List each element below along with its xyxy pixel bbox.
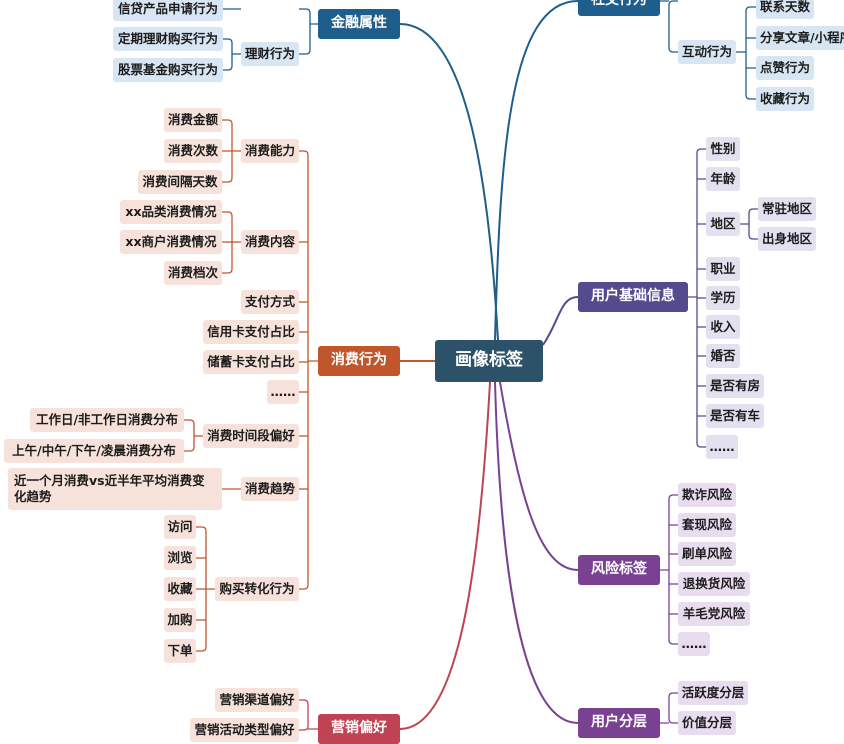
leaf-stock-fund[interactable]: 股票基金购买行为 [113,58,223,82]
leaf-favorite[interactable]: 收藏 [164,577,196,601]
leaf-weekday-distribution[interactable]: 工作日/非工作日消费分布 [30,408,184,432]
edge-layer-items [660,692,678,724]
edge-region-children [740,208,758,240]
edge-spending-power [222,119,241,183]
leaf-has-house[interactable]: 是否有房 [706,374,764,398]
edge-central-financial [399,23,499,341]
leaf-like-behavior[interactable]: 点赞行为 [756,56,814,80]
branch-risk[interactable]: 风险标签 [578,555,660,585]
leaf-collect-behavior[interactable]: 收藏行为 [756,87,814,111]
leaf-spending-interval[interactable]: 消费间隔天数 [138,170,222,194]
leaf-spending-content[interactable]: 消费内容 [241,230,299,254]
leaf-marital[interactable]: 婚否 [706,344,740,368]
leaf-ellipsis-risk[interactable]: …… [678,632,710,656]
branch-layer[interactable]: 用户分层 [578,708,660,738]
edge-marketing-items [299,699,318,731]
edge-time-preference [184,419,203,452]
central-node[interactable]: 画像标签 [435,340,543,382]
leaf-purchase-conversion[interactable]: 购买转化行为 [215,577,299,601]
edge-userbasic-items [688,148,706,448]
leaf-place-order[interactable]: 下单 [164,639,196,663]
leaf-spending-trend[interactable]: 消费趋势 [241,477,299,501]
leaf-spending-count[interactable]: 消费次数 [164,139,222,163]
leaf-wealth-behavior[interactable]: 理财行为 [241,42,299,66]
edge-central-risk [499,381,579,571]
leaf-ellipsis[interactable]: …… [267,380,299,404]
branch-marketing[interactable]: 营销偏好 [318,714,400,744]
branch-consumption[interactable]: 消费行为 [318,346,400,376]
leaf-debit-card-ratio[interactable]: 储蓄卡支付占比 [203,350,299,374]
leaf-time-preference[interactable]: 消费时间段偏好 [203,424,299,448]
leaf-spending-tier[interactable]: 消费档次 [164,261,222,285]
edge-interaction-children [736,6,756,100]
leaf-credit-card-ratio[interactable]: 信用卡支付占比 [203,320,299,344]
leaf-fraud-risk[interactable]: 欺诈风险 [678,483,736,507]
leaf-daypart-distribution[interactable]: 上午/中午/下午/凌晨消费分布 [4,439,184,463]
edge-central-social [494,0,579,341]
leaf-brushing-risk[interactable]: 刷单风险 [678,542,736,566]
leaf-contact-days[interactable]: 联系天数 [756,0,814,19]
edge-social-items [660,0,678,53]
edge-financial-items [299,8,318,55]
leaf-value-layer[interactable]: 价值分层 [678,711,736,735]
leaf-return-risk[interactable]: 退换货风险 [678,572,750,596]
leaf-income[interactable]: 收入 [706,315,740,339]
edge-spending-content [222,211,241,274]
leaf-share-article[interactable]: 分享文章/小程序 [756,26,844,50]
leaf-fixed-deposit[interactable]: 定期理财购买行为 [113,27,223,51]
leaf-payment-method[interactable]: 支付方式 [241,290,299,314]
branch-financial[interactable]: 金融属性 [318,9,400,39]
leaf-activity-layer[interactable]: 活跃度分层 [678,681,748,705]
leaf-cashout-risk[interactable]: 套现风险 [678,513,736,537]
leaf-gender[interactable]: 性别 [706,137,740,161]
leaf-spending-power[interactable]: 消费能力 [241,139,299,163]
leaf-wool-party-risk[interactable]: 羊毛党风险 [678,602,750,626]
edge-risk-items [660,494,678,645]
edge-central-userbasic [542,296,579,346]
edge-conversion [196,526,215,652]
leaf-marketing-channel[interactable]: 营销渠道偏好 [215,688,299,712]
leaf-ellipsis-basic[interactable]: …… [706,435,738,459]
leaf-add-to-cart[interactable]: 加购 [164,608,196,632]
leaf-occupation[interactable]: 职业 [706,257,740,281]
leaf-credit-application[interactable]: 信贷产品申请行为 [113,0,223,21]
leaf-trend-comparison[interactable]: 近一个月消费vs近半年平均消费变化趋势 [8,468,222,510]
leaf-marketing-activity[interactable]: 营销活动类型偏好 [190,718,299,742]
leaf-spending-amount[interactable]: 消费金额 [164,108,222,132]
leaf-interaction[interactable]: 互动行为 [678,40,736,64]
leaf-region[interactable]: 地区 [706,212,740,236]
leaf-has-car[interactable]: 是否有车 [706,404,764,428]
branch-user-basic[interactable]: 用户基础信息 [578,282,688,312]
leaf-resident-region[interactable]: 常驻地区 [758,197,816,221]
edge-central-marketing [399,381,491,730]
edge-central-layer [494,381,579,724]
leaf-education[interactable]: 学历 [706,286,740,310]
leaf-browse[interactable]: 浏览 [164,546,196,570]
leaf-category-spending[interactable]: xx品类消费情况 [120,200,222,224]
leaf-origin-region[interactable]: 出身地区 [758,227,816,251]
edge-wealth-children [223,38,241,71]
branch-social[interactable]: 社交行为 [578,0,660,16]
edge-consumption-items [299,150,318,590]
leaf-visit[interactable]: 访问 [164,515,196,539]
leaf-merchant-spending[interactable]: xx商户消费情况 [120,230,222,254]
leaf-age[interactable]: 年龄 [706,167,740,191]
